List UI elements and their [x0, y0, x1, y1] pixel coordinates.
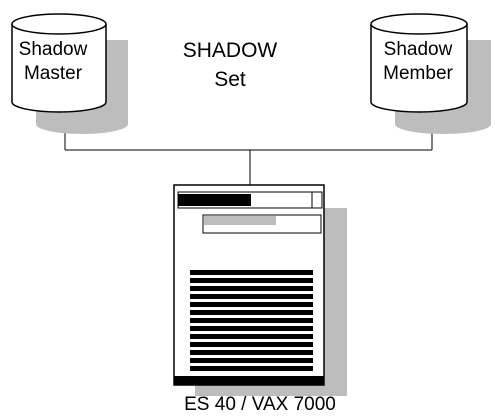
- shadow-master-label: Shadow Master: [8, 38, 98, 86]
- disk-top: [11, 13, 107, 35]
- shadow-member-disk: [370, 13, 491, 134]
- disk-body: [370, 24, 468, 113]
- cabinet-top-band: [178, 194, 251, 206]
- shadow-set-label: SHADOW Set: [160, 36, 300, 95]
- shadow-member-label-line1: Shadow: [383, 39, 453, 60]
- shadow-set-label-line1: SHADOW: [182, 39, 278, 62]
- cabinet-vents: [190, 270, 313, 371]
- system-cabinet: [173, 184, 347, 396]
- system-label: ES 40 / VAX 7000: [184, 394, 336, 415]
- shadow-member-label-line2: Member: [383, 62, 453, 84]
- disk-top: [370, 13, 468, 35]
- shadow-master-label-line1: Shadow: [18, 39, 88, 60]
- cabinet-control-display: [204, 216, 276, 225]
- shadow-member-label: Shadow Member: [368, 38, 468, 86]
- shadow-master-label-line2: Master: [23, 62, 83, 84]
- shadow-master-disk: [11, 13, 128, 134]
- disk-body: [11, 24, 107, 113]
- cabinet-base: [174, 376, 324, 385]
- shadow-set-label-line2: Set: [214, 68, 246, 92]
